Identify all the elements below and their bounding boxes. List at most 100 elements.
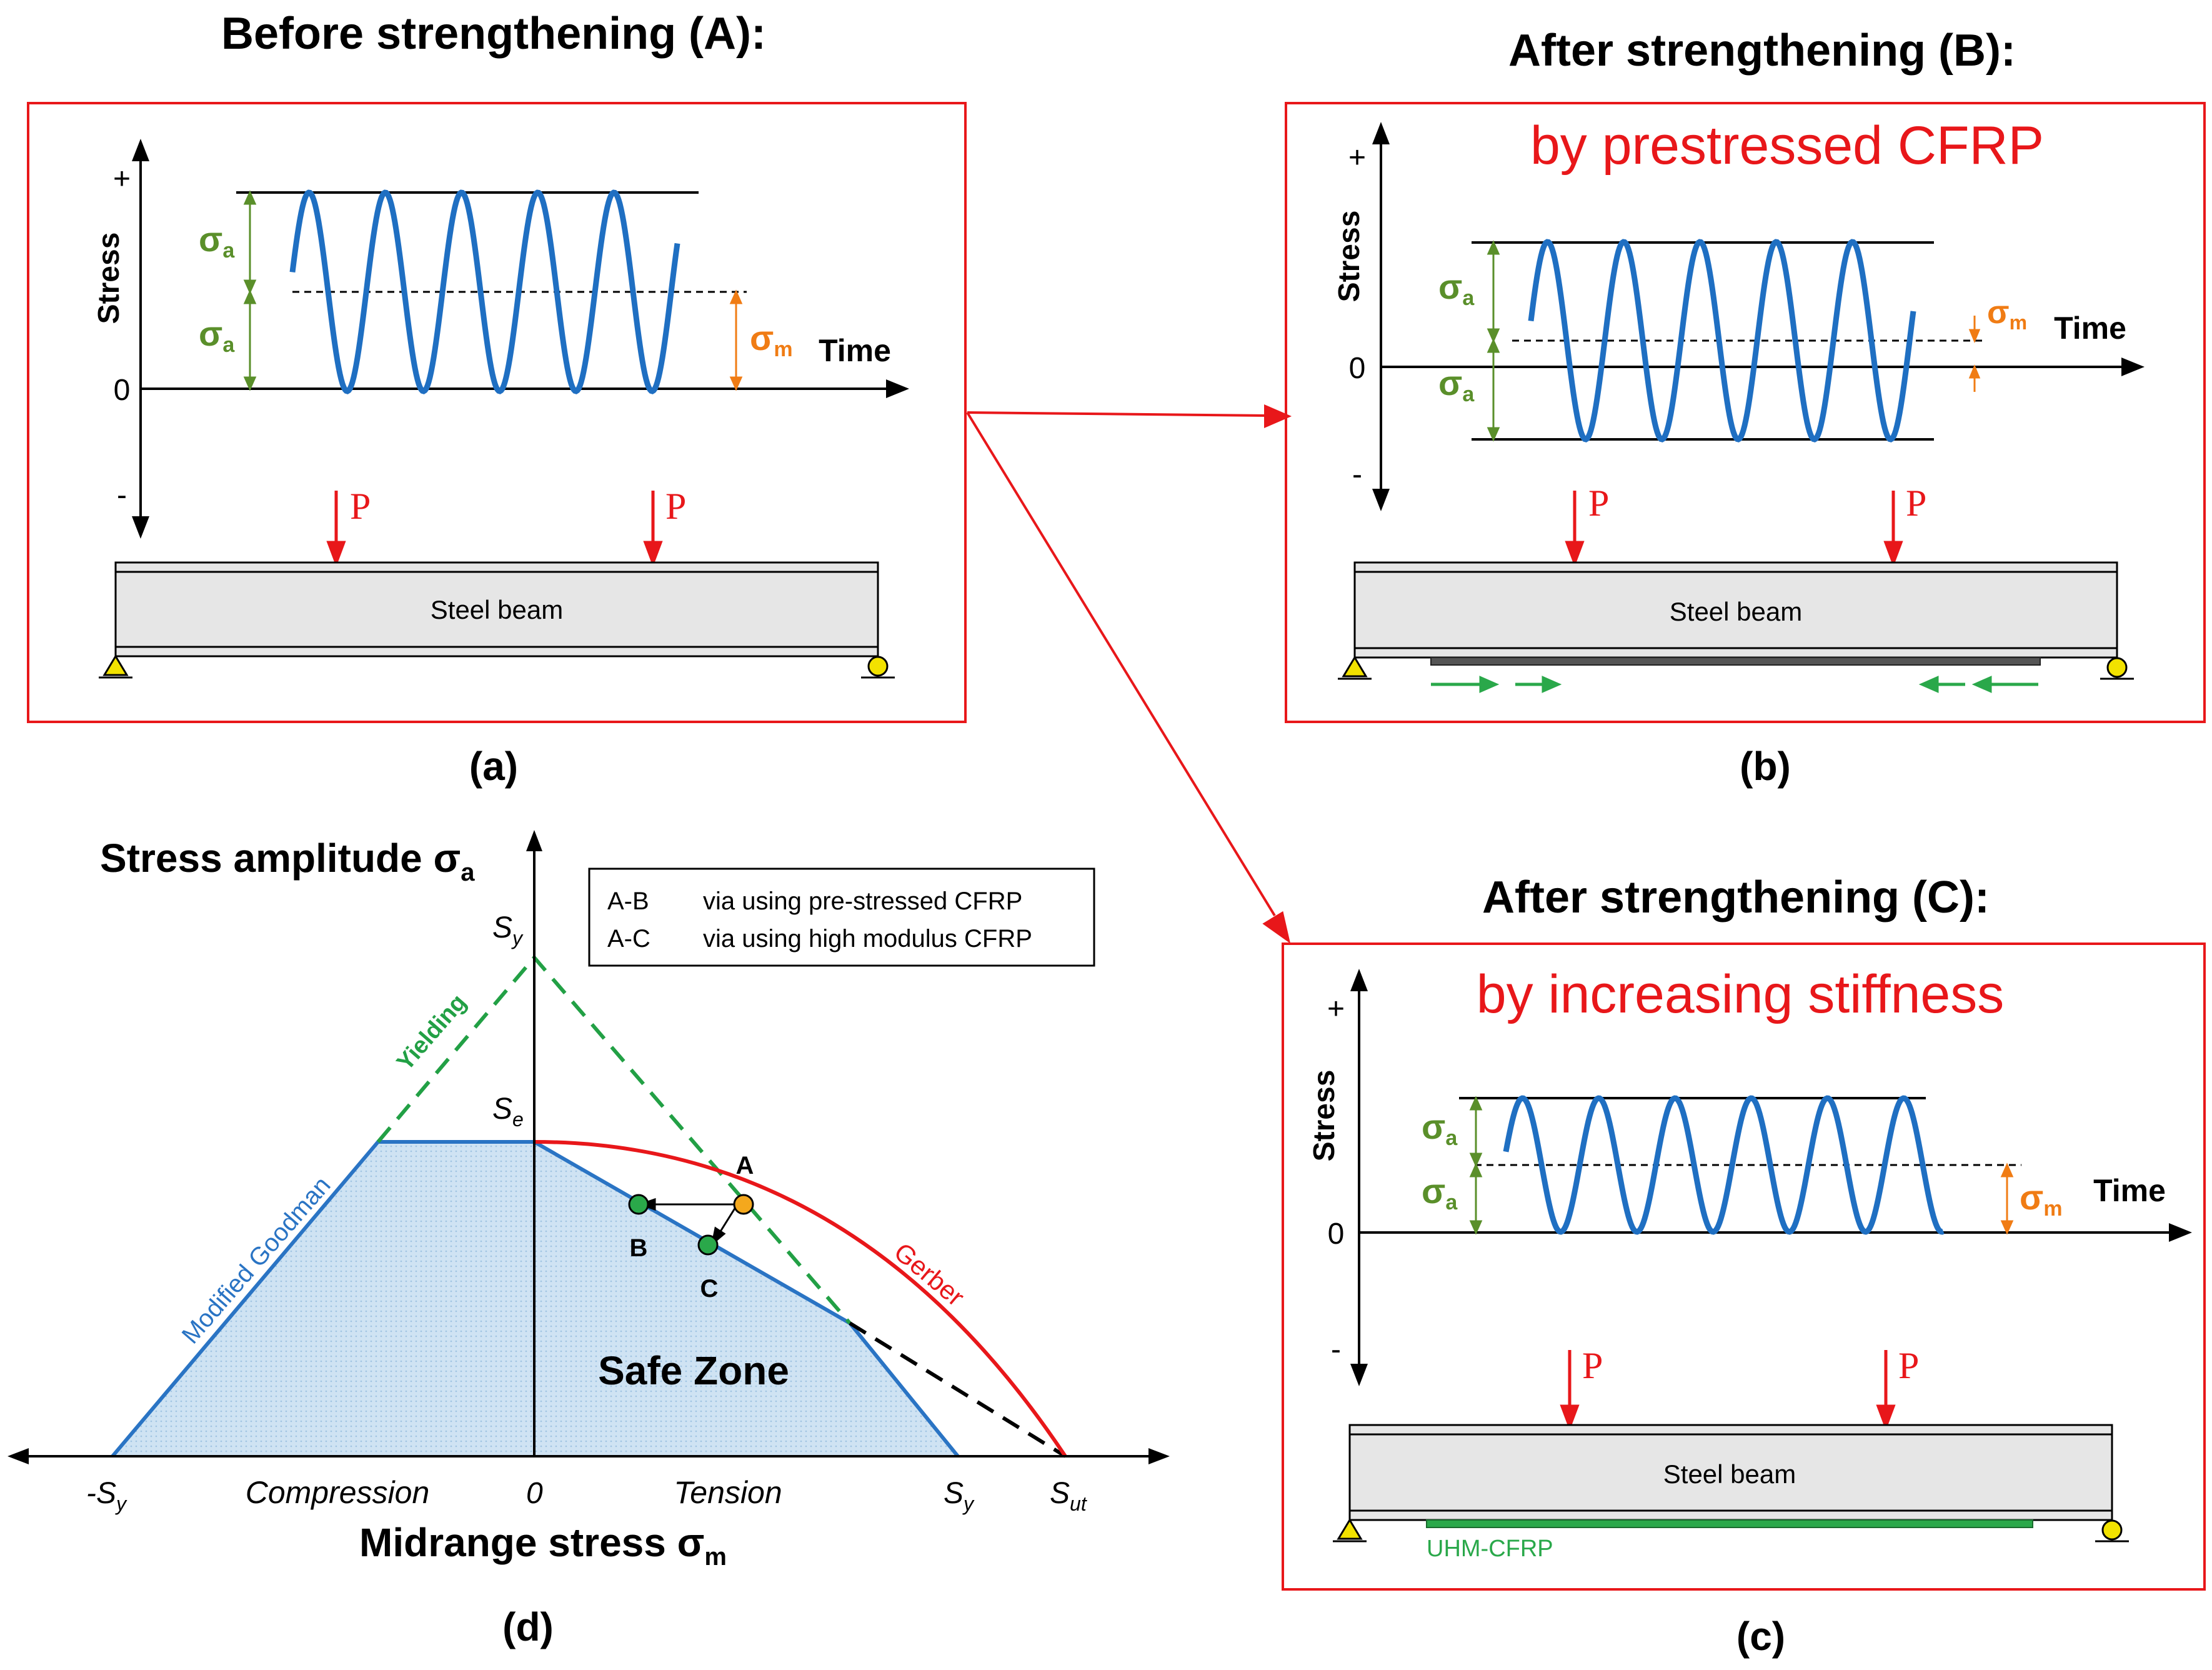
arrow-to-c-icon (1262, 911, 1291, 944)
roller-support-icon (2100, 657, 2134, 680)
svg-text:0: 0 (526, 1477, 543, 1510)
pin-support-icon (1333, 1518, 1367, 1542)
steel-beam (114, 561, 879, 658)
svg-text:-Sy: -Sy (86, 1477, 127, 1515)
gerber-label: Gerber (889, 1237, 970, 1312)
xlabel-time: Time (2054, 311, 2126, 346)
panel-b-title: After strengthening (B): (1508, 26, 2016, 76)
axis-minus: - (1331, 1333, 1341, 1366)
stress-axis-arrow-up-icon (1372, 122, 1390, 144)
caption-d: (d) (502, 1604, 554, 1649)
axis-minus: - (1352, 458, 1362, 491)
legend-key-1: A-B (607, 888, 649, 915)
mean-arrow (729, 289, 743, 391)
ylabel-stress: Stress (92, 232, 126, 324)
caption-b: (b) (1740, 744, 1791, 789)
amplitude-labels: σa σa (199, 219, 235, 357)
mean-arrows (1968, 316, 1981, 392)
ylabel-stress: Stress (1308, 1070, 1341, 1162)
panel-c-title: After strengthening (C): (1482, 872, 1990, 922)
steel-beam (1348, 1424, 2113, 1521)
mean-label: σm (750, 318, 793, 361)
axis-plus: + (1327, 992, 1345, 1026)
svg-text:σa: σa (199, 219, 235, 262)
panel-b-subtitle: by prestressed CFRP (1530, 116, 2044, 176)
stress-wave (1503, 1095, 1945, 1235)
beam-label: Steel beam (1670, 597, 1802, 626)
svg-text:σa: σa (1438, 267, 1475, 310)
load-arrows (326, 491, 663, 568)
tick-labels: Sy Se -Sy 0 Sy Sut (86, 911, 1087, 1515)
legend: A-B via using pre-stressed CFRP A-C via … (588, 868, 1095, 967)
stress-axis-arrow-down-icon (1350, 1364, 1368, 1386)
mean-label: σm (1987, 294, 2027, 334)
plate-label: UHM-CFRP (1427, 1536, 1553, 1562)
svg-text:Sy: Sy (492, 911, 524, 949)
roller-support-icon (2095, 1519, 2129, 1542)
amplitude-axis-arrow-icon (526, 830, 542, 851)
transition-arrows (966, 404, 1292, 944)
safe-zone-label: Safe Zone (598, 1348, 789, 1393)
load-arrows (1565, 491, 1903, 568)
stress-axis-arrow-down-icon (132, 516, 149, 539)
stress-axis-arrow-up-icon (1350, 969, 1368, 991)
panel-c-frame (1282, 942, 2206, 1591)
svg-text:σa: σa (1422, 1107, 1458, 1150)
panel-b: After strengthening (B): by prestressed … (1285, 26, 2206, 789)
axis-zero: 0 (114, 374, 131, 407)
amplitude-labels: σa σa (1422, 1107, 1458, 1214)
mean-label: σm (2020, 1178, 2063, 1221)
prestressed-cfrp-plate (1430, 657, 2041, 666)
prestress-force-arrows (1431, 676, 2038, 693)
pin-support-icon (99, 654, 132, 679)
steel-beam (1353, 561, 2118, 659)
mean-arrow (2000, 1162, 2014, 1235)
stress-wave (1528, 239, 1916, 442)
axis-plus: + (113, 162, 131, 196)
beam-label: Steel beam (1663, 1459, 1796, 1489)
uhm-cfrp-plate (1426, 1519, 2033, 1528)
midrange-axis-right-arrow-icon (1148, 1448, 1170, 1464)
load-label-2: P (1906, 482, 1926, 524)
beam-label: Steel beam (431, 595, 563, 624)
load-arrows (1560, 1350, 1896, 1431)
time-axis-arrow-icon (886, 379, 909, 398)
roller-support-icon (861, 656, 895, 679)
axis-minus: - (117, 479, 127, 512)
time-axis-arrow-icon (2169, 1223, 2192, 1242)
ylabel-stress: Stress (1333, 211, 1366, 302)
point-c (697, 1234, 719, 1256)
legend-text-2: via using high modulus CFRP (703, 925, 1032, 952)
midrange-axis-left-arrow-icon (7, 1448, 29, 1464)
gerber-curve (534, 1140, 1067, 1458)
svg-text:σa: σa (1438, 363, 1475, 406)
load-label-1: P (350, 486, 371, 527)
stress-axis-arrow-up-icon (132, 139, 149, 161)
load-label-2: P (665, 486, 686, 527)
goodman-extension-line (849, 1321, 1067, 1458)
point-a-label: A (736, 1152, 754, 1179)
amplitude-arrows (243, 190, 257, 391)
amplitude-arrows (1487, 240, 1500, 442)
stress-axis-arrow-down-icon (1372, 489, 1390, 511)
point-a (733, 1194, 754, 1215)
point-c-label: C (700, 1275, 719, 1302)
panel-b-frame (1285, 102, 2206, 723)
load-label-2: P (1898, 1345, 1919, 1386)
panel-a: Before strengthening (A): + 0 - Stress T… (27, 9, 967, 789)
load-label-1: P (1588, 482, 1609, 524)
panel-d: Stress amplitude σa Midrange stress σm S… (7, 830, 1170, 1649)
panel-a-title: Before strengthening (A): (221, 9, 766, 59)
panel-c-subtitle: by increasing stiffness (1477, 964, 2005, 1024)
xlabel-time: Time (2093, 1173, 2166, 1208)
arrow-to-b-icon (1264, 404, 1292, 429)
xlabel-time: Time (819, 333, 891, 368)
xlabel-midrange-stress: Midrange stress σm (359, 1520, 727, 1571)
panel-a-frame (27, 102, 967, 723)
stress-wave (289, 189, 680, 394)
caption-a: (a) (469, 744, 518, 789)
svg-text:Sy: Sy (944, 1477, 975, 1515)
yielding-label: Yielding (392, 989, 472, 1076)
axis-plus: + (1348, 141, 1366, 174)
